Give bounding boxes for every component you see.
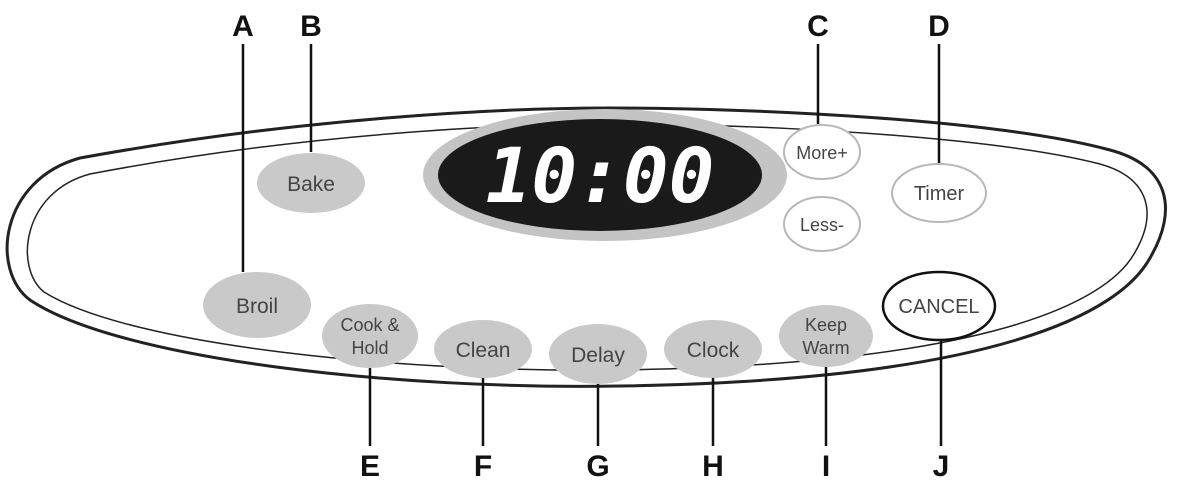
callout-d: D [928,10,950,43]
keep-warm-label-line2: Warm [802,338,849,358]
bake-button[interactable]: Bake [257,153,365,213]
less-button-label: Less- [800,215,844,235]
callout-f: F [474,450,492,483]
callout-h: H [702,450,724,483]
display-time: 10:00 [486,131,715,220]
clean-button[interactable]: Clean [434,320,532,378]
callout-c: C [807,10,829,43]
callout-a: A [232,10,254,43]
bake-button-label: Bake [287,173,335,196]
less-button[interactable]: Less- [783,196,861,252]
delay-button[interactable]: Delay [549,324,647,384]
callout-j: J [933,450,950,483]
delay-button-label: Delay [571,344,625,367]
keep-warm-label-line1: Keep [805,315,847,335]
callout-b: B [300,10,322,43]
more-button[interactable]: More+ [783,124,861,180]
clean-button-label: Clean [456,339,511,362]
display-screen [438,119,762,231]
callout-g: G [586,450,609,483]
timer-button-label: Timer [914,183,965,205]
cook-hold-label-line2: Hold [351,338,388,358]
cancel-button[interactable]: CANCEL [881,270,997,342]
panel-outer-outline [5,106,1167,388]
more-button-label: More+ [796,143,848,163]
cook-hold-label-line1: Cook & [340,315,399,335]
callout-i: I [822,450,830,483]
keep-warm-button[interactable]: Keep Warm [779,305,873,367]
timer-button[interactable]: Timer [891,163,987,223]
cancel-button-label: CANCEL [898,296,979,318]
callout-leaders [241,44,943,446]
broil-button-label: Broil [236,295,278,318]
clock-button[interactable]: Clock [664,320,762,378]
cook-hold-button[interactable]: Cook & Hold [322,304,418,368]
callout-e: E [360,450,380,483]
clock-button-label: Clock [687,339,740,362]
broil-button[interactable]: Broil [203,272,311,338]
